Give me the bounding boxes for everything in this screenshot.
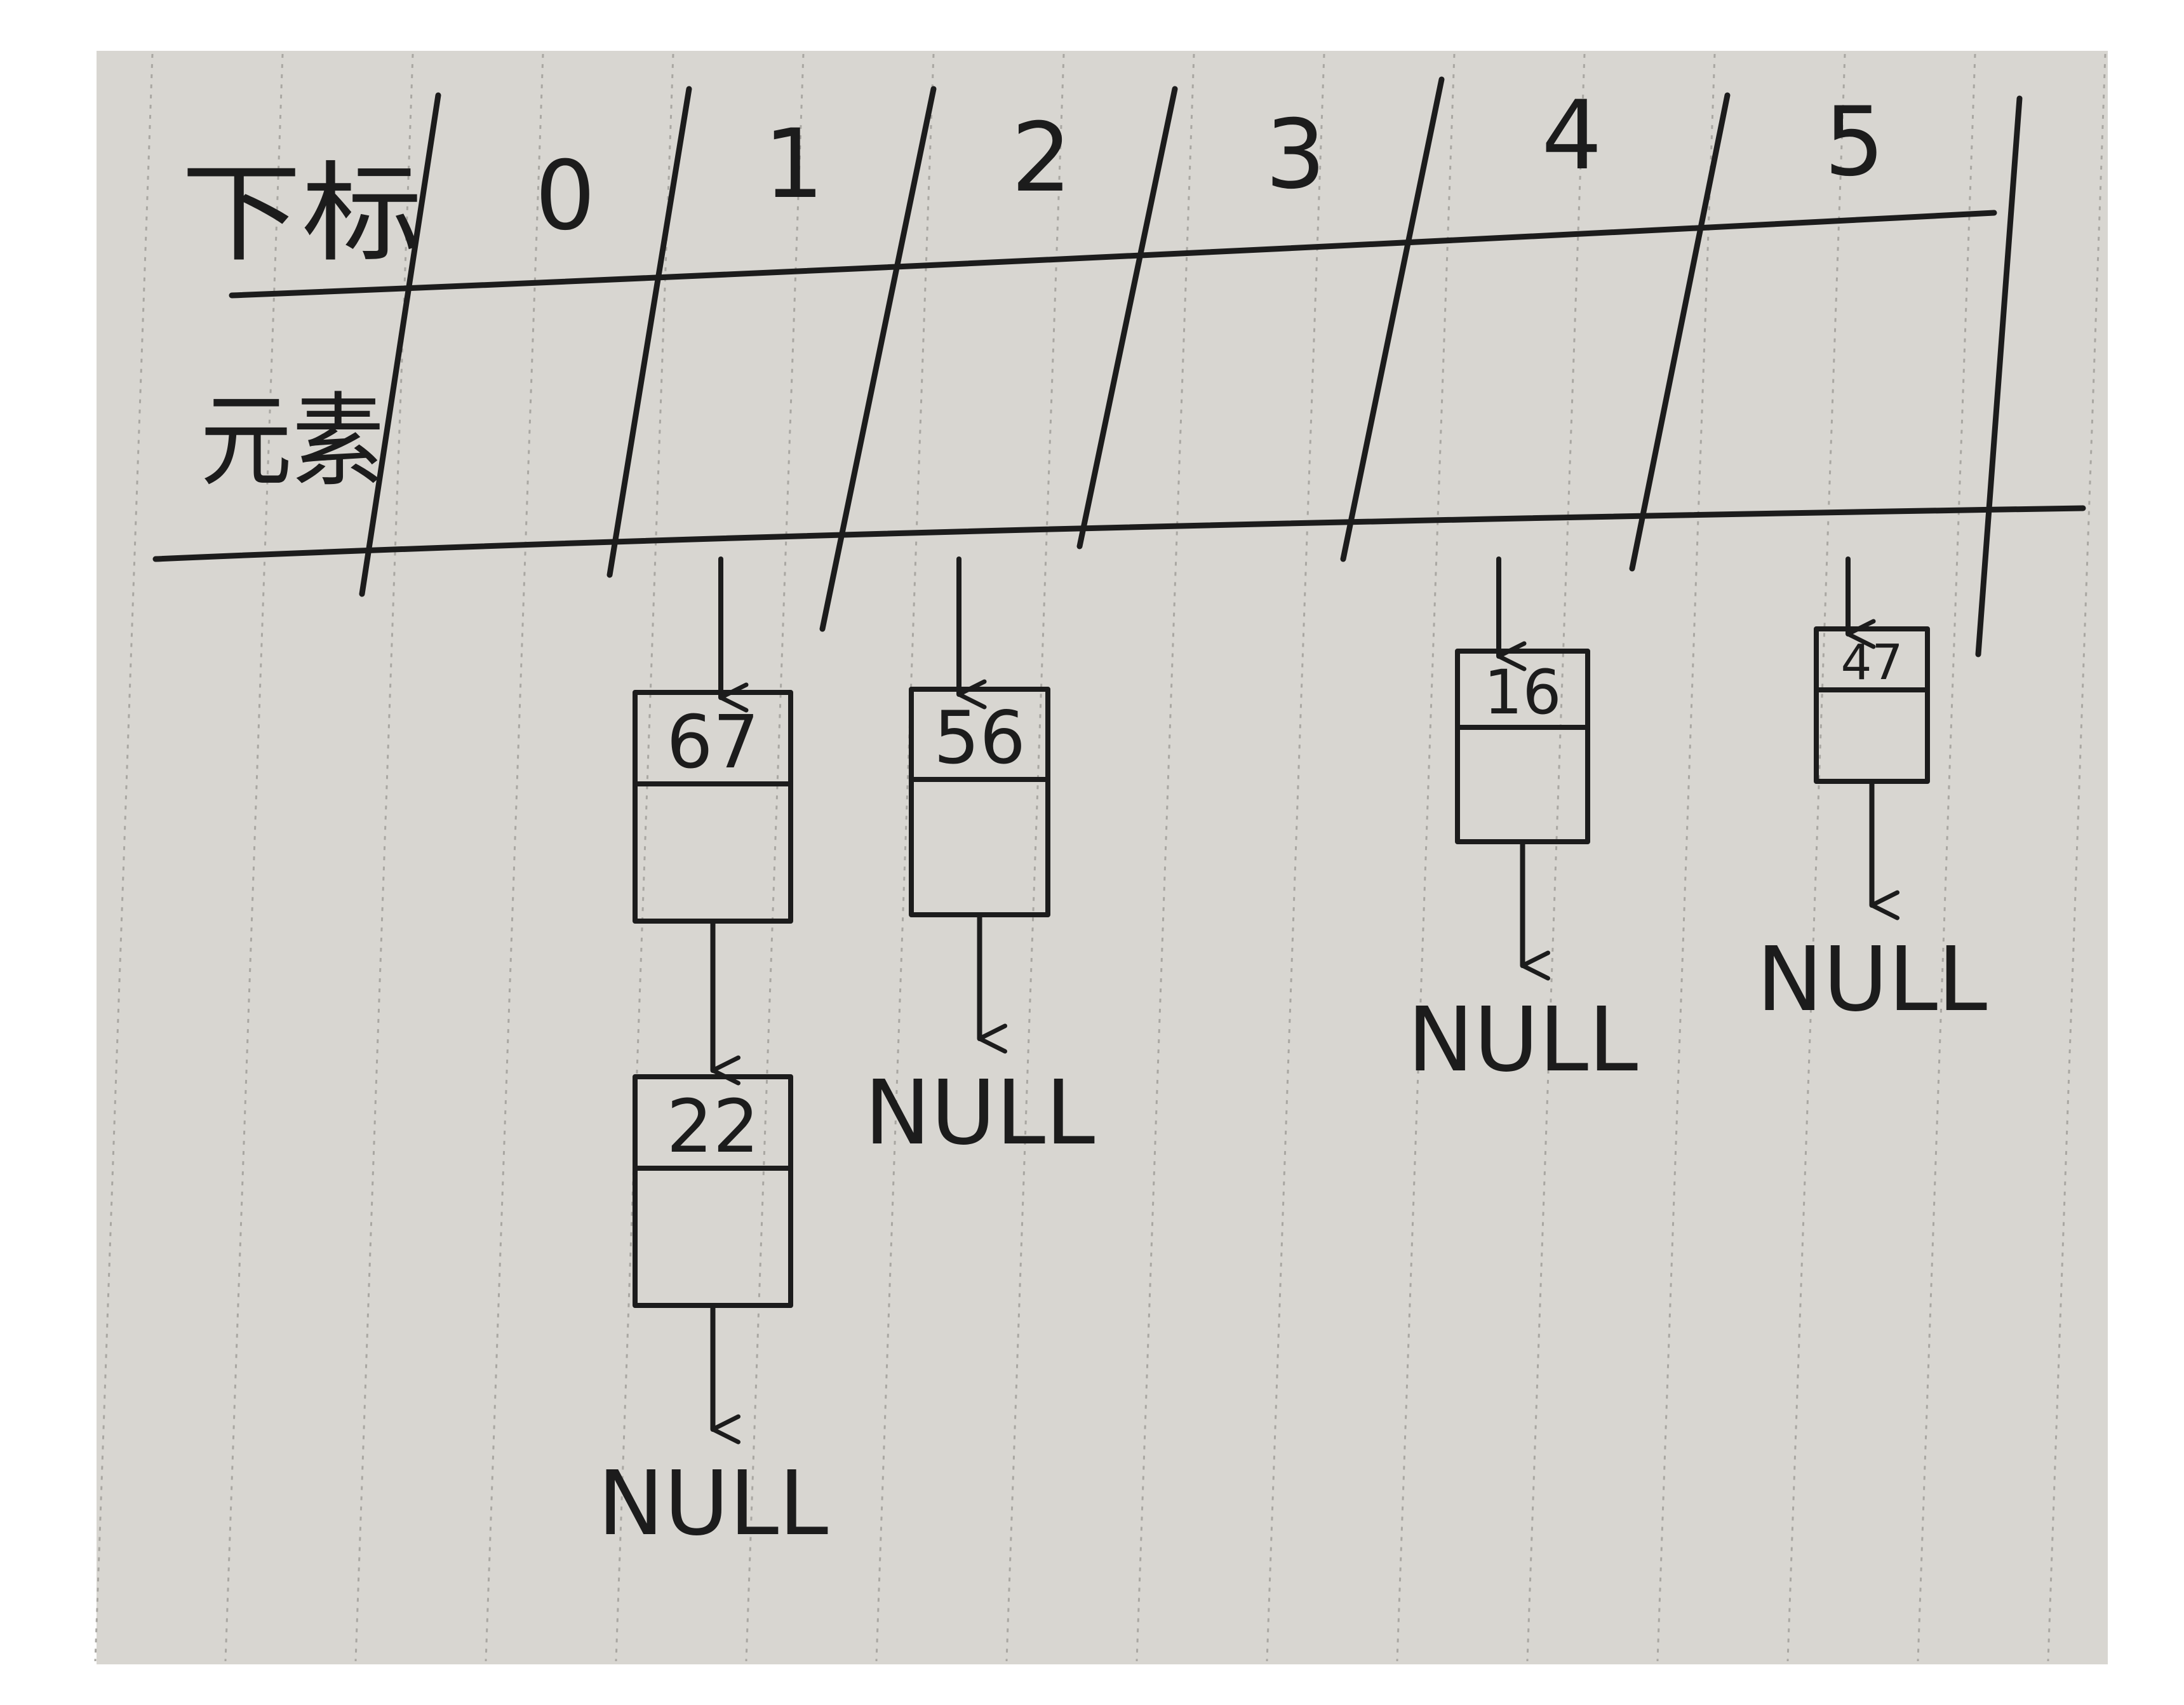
list-node: 56: [909, 687, 1050, 1054]
table-top-line: [229, 210, 1997, 299]
element-row-label: 元素: [200, 382, 384, 501]
list-node: 16: [1455, 649, 1590, 981]
ruled-line: [1136, 53, 1195, 1662]
column-divider-lines: [606, 76, 2023, 657]
column-divider-line: [1076, 86, 1178, 549]
index-label-4: 4: [1541, 81, 1602, 191]
ruled-line: [1266, 53, 1325, 1662]
ruled-line: [485, 53, 544, 1662]
node-value: 56: [934, 696, 1026, 780]
table-bottom-line: [152, 505, 2086, 562]
paper-ruled-lines: [94, 53, 2107, 1662]
index-row-label: 下标: [181, 151, 422, 277]
column-divider-line: [1629, 92, 1731, 572]
column-divider-line: [1340, 76, 1445, 562]
ruled-line: [615, 53, 674, 1662]
ruled-line: [1656, 53, 1716, 1662]
ruled-line: [875, 53, 935, 1662]
null-label: NULL: [864, 1061, 1095, 1165]
ruled-line: [1786, 53, 1846, 1662]
column-divider-line: [819, 86, 937, 632]
column-divider-line: [606, 86, 692, 578]
ruled-line: [1917, 53, 1976, 1662]
column-divider-line: [1975, 95, 2023, 657]
node-value: 22: [666, 1084, 759, 1169]
index-label-1: 1: [763, 109, 824, 220]
table-frame: [152, 76, 2086, 657]
ruled-line: [745, 53, 805, 1662]
null-label: NULL: [1757, 928, 1987, 1032]
ruled-line: [224, 53, 284, 1662]
notebook-paper: [97, 51, 2108, 1664]
ruled-line: [1526, 53, 1586, 1662]
ruled-line: [94, 53, 154, 1662]
index-label-2: 2: [1011, 103, 1071, 213]
node-value: 16: [1484, 657, 1561, 728]
ruled-line: [2047, 53, 2107, 1662]
ruled-line: [1005, 53, 1065, 1662]
index-label-3: 3: [1265, 100, 1325, 210]
index-label-5: 5: [1824, 87, 1884, 198]
node-value: 67: [666, 700, 759, 785]
node-value: 47: [1841, 635, 1903, 691]
list-node: 67: [633, 690, 793, 1086]
ruled-line: [1396, 53, 1456, 1662]
null-label: NULL: [598, 1452, 828, 1556]
header-divider-line: [359, 92, 441, 597]
index-labels: 0 1 2 3 4 5: [535, 81, 1884, 252]
list-node: 47: [1814, 626, 1930, 920]
index-label-0: 0: [535, 141, 595, 252]
list-node: 22: [633, 1074, 793, 1445]
null-label: NULL: [1407, 988, 1638, 1092]
